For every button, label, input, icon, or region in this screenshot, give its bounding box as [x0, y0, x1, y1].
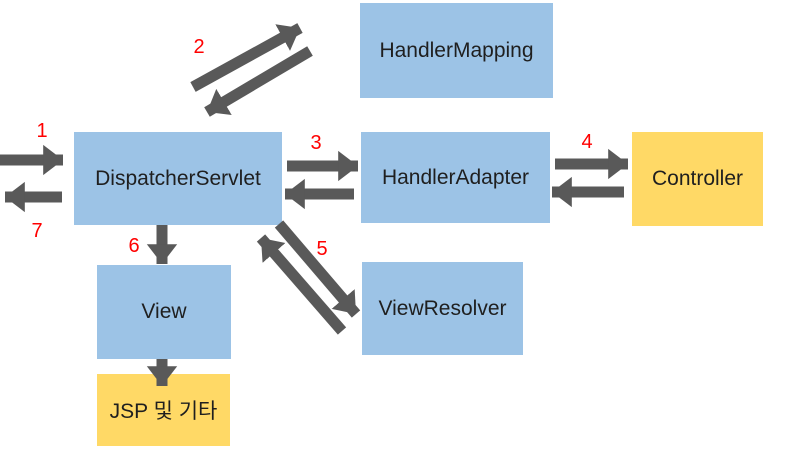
step-number-4: 4: [581, 131, 593, 153]
arrow-step2-to-handler-mapping-icon: [190, 23, 303, 92]
step-number-3: 3: [310, 132, 322, 154]
arrow-step2-from-handler-mapping-icon: [204, 46, 313, 117]
node-jsp-etc: JSP 및 기타: [97, 374, 230, 446]
step-number-1: 1: [36, 120, 48, 142]
node-jsp-etc-label: JSP 및 기타: [109, 400, 218, 423]
node-controller: Controller: [632, 132, 763, 226]
node-view-resolver: ViewResolver: [362, 262, 523, 355]
node-dispatcher-servlet-label: DispatcherServlet: [95, 166, 261, 190]
step-number-6: 6: [128, 235, 140, 257]
node-handler-adapter: HandlerAdapter: [361, 132, 550, 223]
node-handler-mapping: HandlerMapping: [360, 3, 553, 98]
node-dispatcher-servlet: DispatcherServlet: [74, 132, 282, 225]
node-view-label: View: [141, 300, 187, 323]
node-handler-adapter-label: HandlerAdapter: [381, 165, 530, 189]
step-number-2: 2: [193, 36, 205, 58]
node-view-resolver-label: ViewResolver: [378, 296, 507, 320]
node-view: View: [97, 265, 231, 359]
node-handler-mapping-label: HandlerMapping: [379, 38, 534, 62]
step-number-7: 7: [31, 220, 43, 242]
node-controller-label: Controller: [651, 167, 744, 190]
step-number-5: 5: [316, 238, 328, 260]
arrow-step5-from-view-resolver-icon: [256, 234, 347, 335]
